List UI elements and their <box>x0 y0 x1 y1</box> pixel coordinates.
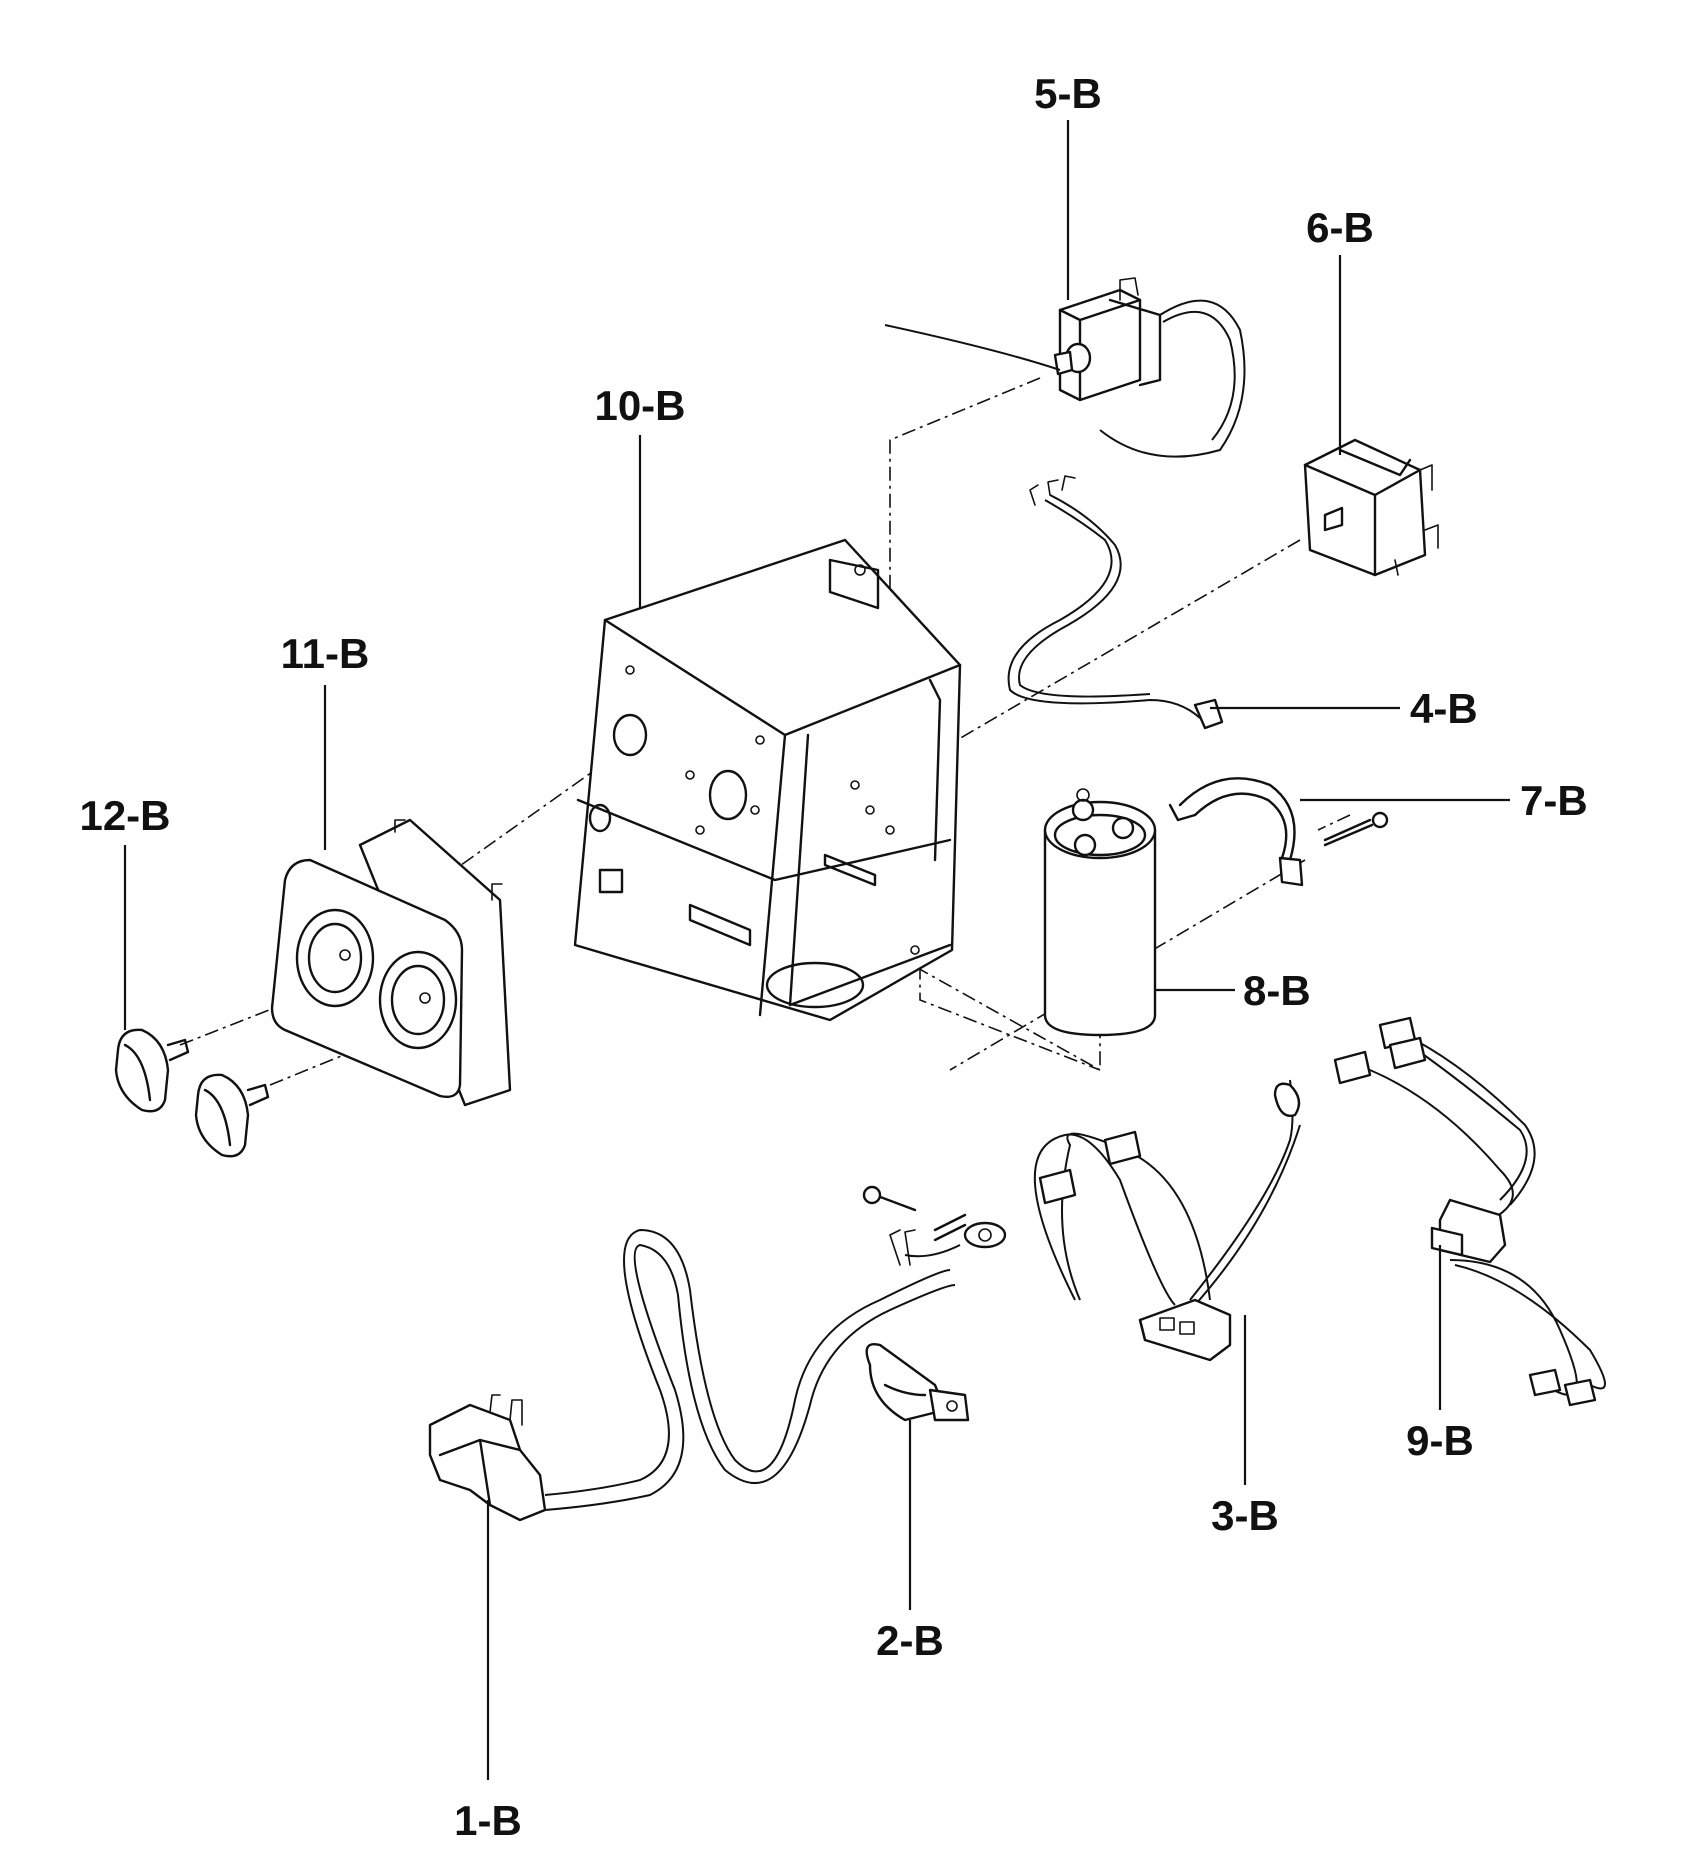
wire-harness-right <box>1333 1016 1606 1407</box>
wire-harness-center <box>1033 1079 1301 1362</box>
label-1-b: 1-B <box>454 1797 522 1844</box>
label-11-b: 11-B <box>281 630 370 677</box>
label-7-b: 7-B <box>1520 777 1588 824</box>
control-knobs <box>114 1028 270 1158</box>
knob-plate <box>270 818 512 1107</box>
control-box-bracket <box>573 538 962 1022</box>
capacitor <box>1043 788 1157 1037</box>
label-9-b: 9-B <box>1406 1417 1474 1464</box>
knob-left <box>114 1028 190 1113</box>
wire-lead <box>1007 475 1224 730</box>
power-cord <box>428 1185 1007 1522</box>
label-12-b: 12-B <box>79 792 170 839</box>
label-4-b: 4-B <box>1410 685 1478 732</box>
label-8-b: 8-B <box>1243 967 1311 1014</box>
label-2-b: 2-B <box>876 1617 944 1664</box>
capacitor-clamp <box>1168 777 1389 887</box>
thermostat <box>884 277 1246 458</box>
label-3-b: 3-B <box>1211 1492 1279 1539</box>
label-5-b: 5-B <box>1034 70 1102 117</box>
cord-clamp <box>865 1343 970 1422</box>
selector-switch <box>1303 438 1439 577</box>
label-10-b: 10-B <box>594 382 685 429</box>
part-labels: 1-B 2-B 3-B 4-B 5-B 6-B 7-B 8-B 9-B 10-B… <box>79 70 1587 1844</box>
knob-right <box>194 1073 270 1158</box>
leader-lines <box>123 120 1510 1780</box>
label-6-b: 6-B <box>1306 204 1374 251</box>
